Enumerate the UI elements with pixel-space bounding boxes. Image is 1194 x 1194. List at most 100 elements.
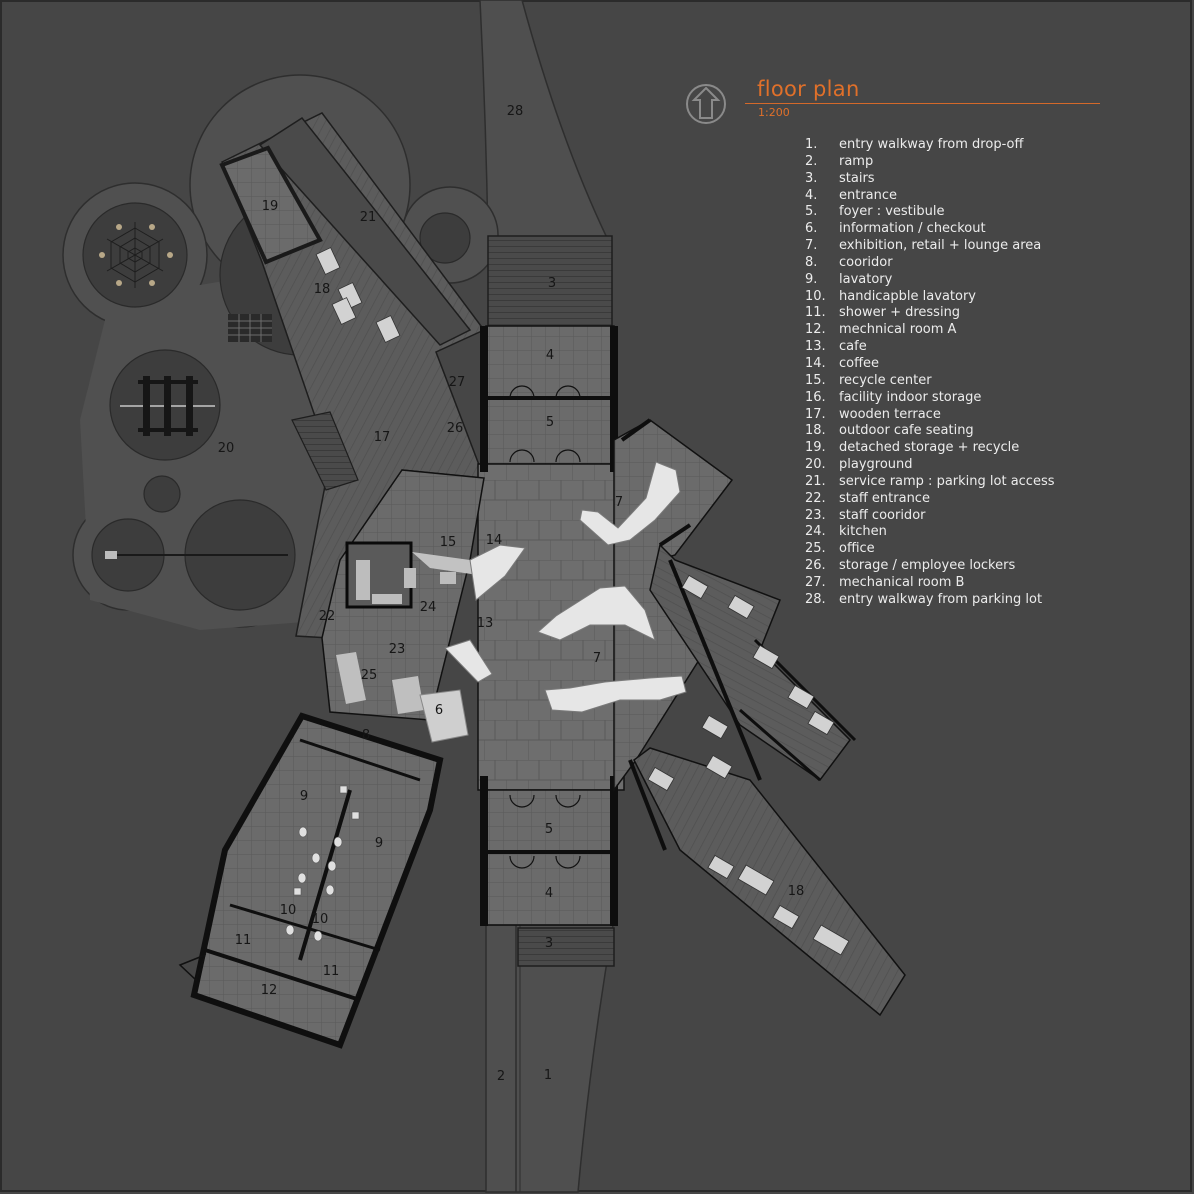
legend-label: foyer : vestibule (839, 204, 945, 220)
room-label: 9 (375, 836, 383, 851)
legend-label: playground (839, 457, 913, 473)
legend-label: outdoor cafe seating (839, 423, 974, 439)
legend-item: 15. recycle center (805, 373, 1055, 390)
legend-item: 3. stairs (805, 171, 1055, 188)
legend-number: 21. (805, 473, 826, 489)
legend-label: mechnical room A (839, 322, 957, 338)
room-label: 12 (261, 983, 278, 998)
legend-label: staff entrance (839, 490, 930, 506)
plan-scale: 1:200 (758, 106, 790, 119)
legend-item: 22.staff entrance (805, 491, 1055, 508)
room-label: 15 (440, 535, 457, 550)
legend-item: 26. storage / employee lockers (805, 558, 1055, 575)
legend-label: storage / employee lockers (839, 558, 1016, 574)
legend-item: 18. outdoor cafe seating (805, 423, 1055, 440)
legend-item: 12.mechnical room A (805, 322, 1055, 339)
room-label: 3 (545, 936, 553, 951)
legend-number: 26. (805, 558, 826, 574)
legend-label: lavatory (839, 271, 893, 287)
legend-label: mechanical room B (839, 574, 965, 590)
legend-label: cafe (839, 339, 867, 355)
legend-number: 9. (805, 271, 818, 287)
legend-number: 15. (805, 372, 826, 388)
legend-label: office (839, 541, 875, 557)
kitchen-block (321, 469, 485, 743)
room-label: 18 (314, 282, 331, 297)
plan-title: floor plan (757, 77, 860, 101)
north-arrow-icon (686, 84, 726, 124)
legend-label: exhibition, retail + lounge area (839, 238, 1042, 254)
room-label: 4 (545, 886, 553, 901)
cafe-tables (315, 247, 850, 956)
room-label: 25 (361, 668, 378, 683)
room-label: 26 (447, 421, 464, 436)
legend-label: service ramp : parking lot access (839, 473, 1055, 489)
room-legend: 1. entry walkway from drop-off 2. ramp 3. sta… (805, 137, 1055, 609)
swing-set (120, 376, 215, 436)
spider-web-equipment (99, 222, 173, 288)
room-label: 22 (319, 609, 336, 624)
room-label: 3 (548, 276, 556, 291)
legend-number: 19. (805, 440, 826, 456)
legend-number: 28. (805, 591, 826, 607)
legend-number: 6. (805, 221, 818, 237)
legend-number: 16. (805, 389, 826, 405)
legend-number: 14. (805, 355, 826, 371)
legend-item: 13.cafe (805, 339, 1055, 356)
legend-label: wooden terrace (839, 406, 941, 422)
legend-number: 3. (805, 170, 818, 186)
room-label: 5 (545, 822, 553, 837)
legend-item: 19. detached storage + recycle (805, 440, 1055, 457)
legend-number: 11. (805, 305, 826, 321)
room-label: 21 (360, 210, 377, 225)
room-label: 27 (449, 375, 466, 390)
room-label: 11 (235, 933, 252, 948)
legend-item: 23.staff cooridor (805, 508, 1055, 525)
legend-label: cooridor (839, 254, 893, 270)
legend-label: kitchen (839, 524, 887, 540)
legend-item: 10.handicapble lavatory (805, 289, 1055, 306)
room-label: 10 (280, 903, 297, 918)
legend-label: ramp (839, 153, 874, 169)
zipline (105, 551, 288, 559)
room-label: 2 (497, 1069, 505, 1084)
legend-number: 5. (805, 204, 818, 220)
bench-grid (228, 314, 272, 342)
title-block: floor plan 1:200 (745, 76, 1105, 119)
legend-label: information / checkout (839, 221, 986, 237)
legend-label: detached storage + recycle (839, 440, 1020, 456)
central-spine (477, 235, 625, 967)
legend-item: 21. service ramp : parking lot access (805, 474, 1055, 491)
room-number-labels: 28 3 4 5 21 19 18 27 26 17 20 15 14 7 24… (218, 104, 805, 1084)
legend-label: coffee (839, 355, 880, 371)
northwest-wing (219, 112, 486, 639)
legend-label: facility indoor storage (839, 389, 982, 405)
legend-number: 1. (805, 137, 818, 152)
legend-number: 7. (805, 238, 818, 254)
legend-number: 2. (805, 153, 818, 169)
legend-number: 27. (805, 574, 826, 590)
legend-number: 25. (805, 541, 826, 557)
legend-label: entry walkway from drop-off (839, 137, 1024, 152)
legend-item: 2. ramp (805, 154, 1055, 171)
room-label: 1 (544, 1068, 552, 1083)
legend-number: 4. (805, 187, 818, 203)
legend-number: 18. (805, 423, 826, 439)
room-label: 24 (420, 600, 437, 615)
legend-number: 24. (805, 524, 826, 540)
room-label: 9 (300, 789, 308, 804)
room-label: 13 (477, 616, 494, 631)
legend-label: stairs (839, 170, 875, 186)
legend-number: 23. (805, 507, 826, 523)
room-label: 7 (615, 495, 623, 510)
title-rule (745, 103, 1100, 104)
room-label: 11 (323, 964, 340, 979)
legend-item: 11. shower + dressing (805, 305, 1055, 322)
room-label: 4 (546, 348, 554, 363)
legend-label: shower + dressing (839, 305, 961, 321)
legend-label: recycle center (839, 372, 932, 388)
legend-label: entry walkway from parking lot (839, 591, 1043, 607)
room-label: 6 (435, 703, 443, 718)
